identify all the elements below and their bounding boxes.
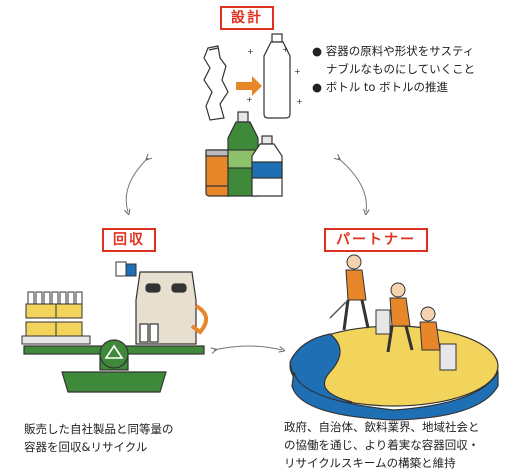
arrow-recycle-partner [214,345,282,350]
svg-text:+: + [246,95,253,104]
blue-bottle-icon [251,135,283,197]
partner-label: パートナー [324,228,428,252]
svg-text:+: + [247,47,254,56]
recycle-label: 回収 [102,228,156,252]
arrow-right-icon [236,76,262,96]
partner-description: 政府、自治体、飲料業界、地域社会と の協働を通じ、より着実な容器回収・ リサイク… [284,418,510,472]
design-label: 設計 [220,6,274,30]
svg-text:+: + [282,45,289,54]
design-bullet-2: ● ボトル to ボトルの推進 [312,80,449,94]
beverage-can-icon [205,149,233,197]
new-bottle-icon [263,33,291,119]
recycle-description: 販売した自社製品と同等量の 容器を回収&リサイクル [24,420,244,456]
recycle-desc-line-1: 販売した自社製品と同等量の [24,422,174,436]
partner-desc-line-3: リサイクルスキームの構築と維持 [284,456,456,470]
recycle-scale-icon [23,339,205,393]
partner-desc-line-2: の協働を通じ、より着実な容器回収・ [284,438,480,452]
arrow-design-partner [338,158,366,212]
svg-text:+: + [296,97,303,106]
recycle-desc-line-2: 容器を回収&リサイクル [24,440,148,454]
partner-desc-line-1: 政府、自治体、飲料業界、地域社会と [284,420,480,434]
svg-text:+: + [294,67,301,76]
sparkle-icons: + + + + + [246,45,303,106]
volunteer-figures-icon [329,254,457,371]
island-illustration-icon [289,325,499,421]
collection-bin-icon [135,271,208,345]
arrow-design-recycle [126,158,148,212]
design-bullet-1: ● 容器の原料や形状をサスティ [312,44,475,58]
design-description: ● 容器の原料や形状をサスティ ナブルなものにしていくこと ● ボトル to ボ… [312,42,508,96]
design-bullet-1-cont: ナブルなものにしていくこと [326,62,476,76]
crushed-bottle-icon [203,45,229,121]
bottle-crates-icon [21,291,91,345]
hand-with-bottle-icon [115,261,137,277]
